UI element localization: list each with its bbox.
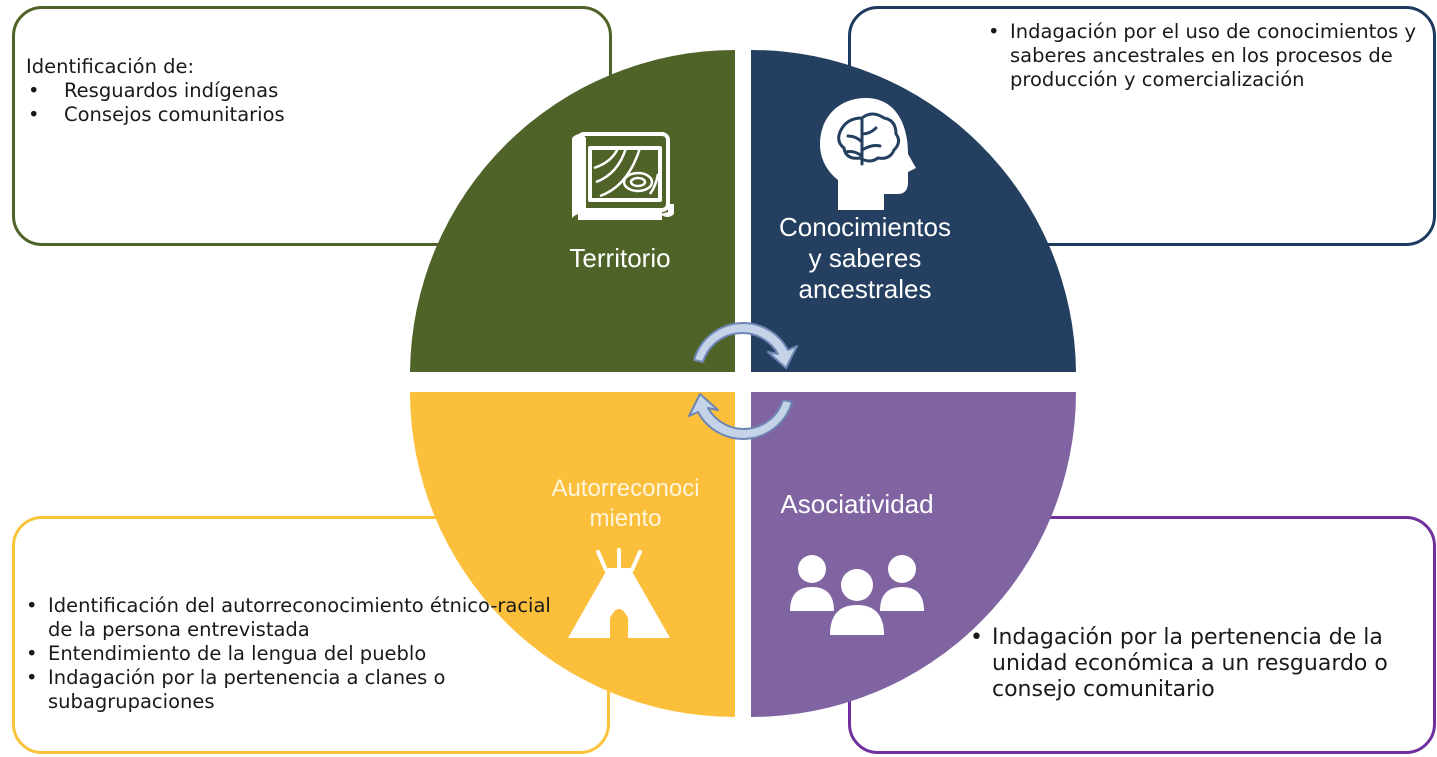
asociatividad-label: Asociatividad xyxy=(780,489,934,519)
conocimientos-list: Indagación por el uso de conocimientos y… xyxy=(988,20,1428,92)
conocimientos-text: Indagación por el uso de conocimientos y… xyxy=(988,20,1428,92)
map-icon xyxy=(572,132,674,220)
list-item: Consejos comunitarios xyxy=(26,103,586,127)
autorreconocimiento-label: Autorreconoci miento xyxy=(518,474,733,534)
people-group-icon xyxy=(790,555,924,635)
conocimientos-label: Conocimientos y saberes ancestrales xyxy=(760,212,970,305)
tipi-icon xyxy=(568,548,670,638)
territorio-text: Identificación de: Resguardos indígenas … xyxy=(26,55,586,127)
conocimientos-label-line-2: y saberes xyxy=(808,243,922,273)
list-item: Indagación por la pertenencia de la unid… xyxy=(970,625,1430,703)
autorreconocimiento-text: Identificación del autorreconocimiento é… xyxy=(26,594,566,714)
list-item: Indagación por el uso de conocimientos y… xyxy=(988,20,1428,92)
territorio-lead: Identificación de: xyxy=(26,55,195,78)
list-item: Indagación por la pertenencia a clanes o… xyxy=(26,666,566,714)
quadrant-asociatividad xyxy=(751,392,1076,717)
list-item: Entendimiento de la lengua del pueblo xyxy=(26,642,566,666)
territorio-label: Territorio xyxy=(569,243,671,273)
quadrant-conocimientos xyxy=(751,50,1076,372)
list-item: Identificación del autorreconocimiento é… xyxy=(26,594,566,642)
brain-head-icon xyxy=(820,98,916,210)
autorreconocimiento-list: Identificación del autorreconocimiento é… xyxy=(26,594,566,714)
list-item: Resguardos indígenas xyxy=(26,79,586,103)
conocimientos-label-line-1: Conocimientos xyxy=(779,212,951,242)
cycle-arrows-icon xyxy=(688,322,798,440)
conocimientos-label-line-3: ancestrales xyxy=(798,274,932,304)
asociatividad-list: Indagación por la pertenencia de la unid… xyxy=(970,625,1430,703)
autorreconocimiento-label-line-1: Autorreconoci xyxy=(551,475,700,502)
territorio-list: Resguardos indígenas Consejos comunitari… xyxy=(26,79,586,127)
asociatividad-text: Indagación por la pertenencia de la unid… xyxy=(970,625,1430,703)
autorreconocimiento-label-line-2: miento xyxy=(589,505,662,532)
